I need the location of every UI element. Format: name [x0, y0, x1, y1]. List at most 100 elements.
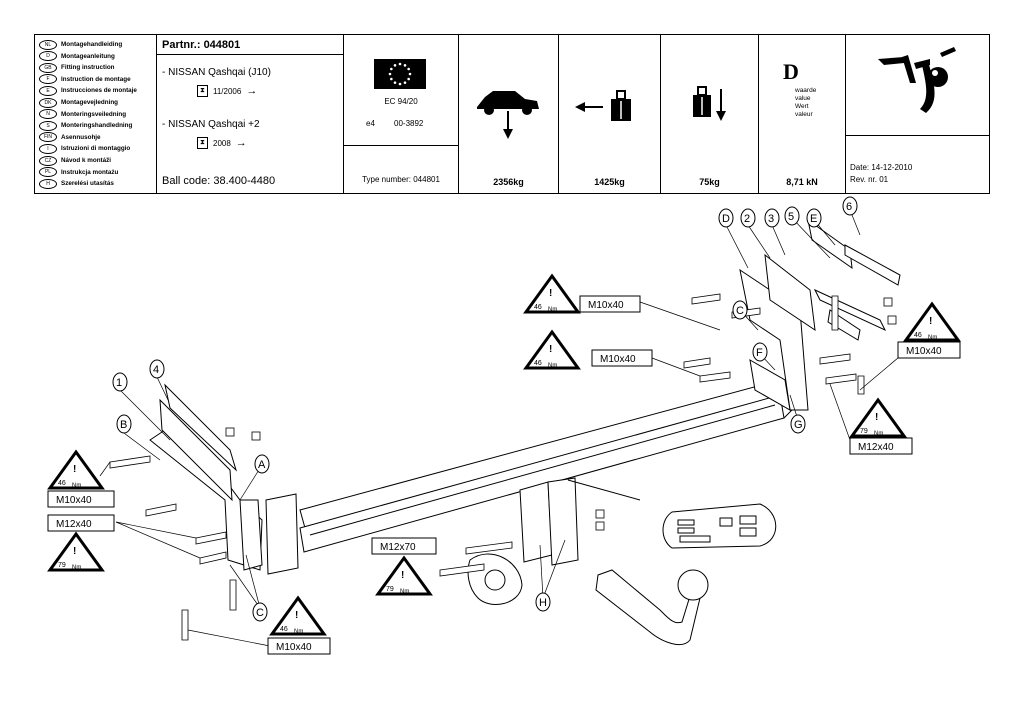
svg-text:!: ! — [929, 316, 932, 327]
towbar-logo-icon — [878, 47, 956, 113]
svg-text:!: ! — [401, 570, 404, 581]
callout-b-label: B — [120, 419, 127, 431]
language-code: NL — [39, 39, 57, 50]
torque-warnings: ! 46 Nm ! 79 Nm ! 46 Nm ! 79 Nm ! 46 Nm — [47, 273, 961, 636]
bolt-label-m12x70: M12x70 — [380, 542, 416, 553]
eu-star — [398, 62, 402, 66]
language-code: PL — [39, 167, 57, 178]
language-row: PL Instrukcja montażu — [39, 167, 118, 178]
vehicle-1-date-row: ⧗ 11/2006 → — [197, 85, 257, 97]
callout-5 — [784, 206, 800, 226]
callout-3-label: 3 — [768, 213, 774, 225]
torque-value: 79 — [860, 428, 868, 435]
language-code: D — [39, 51, 57, 62]
callout-e-label: E — [810, 213, 817, 225]
callout-g-label: G — [794, 419, 803, 431]
approval-number: 00-3892 — [394, 119, 424, 128]
callout-c-right — [732, 300, 748, 320]
vehicle-2-date: 2008 — [213, 138, 231, 148]
bolt-label-m10-right-top: M10x40 — [588, 300, 624, 311]
right-plates — [807, 218, 901, 341]
callout-6-label: 6 — [846, 201, 852, 213]
language-code: DK — [39, 97, 57, 108]
torque-unit: Nm — [294, 629, 303, 635]
left-plate-4 — [164, 383, 238, 472]
revision-number: Rev. nr. 01 — [850, 175, 889, 184]
d-value: 8,71 kN — [786, 177, 818, 187]
callout-a — [254, 454, 270, 474]
language-code: N — [39, 109, 57, 120]
max-mass-cell: 2356kg — [459, 35, 559, 193]
callout-f — [752, 342, 768, 362]
eu-star — [407, 77, 410, 81]
vertical-load-cell: 75kg — [661, 35, 759, 193]
trailer-weight-icon — [575, 90, 631, 121]
language-label: Montageanleitung — [61, 52, 115, 60]
callout-4 — [149, 359, 165, 379]
language-label: Instrukcja montażu — [61, 168, 119, 176]
callout-g — [790, 414, 806, 434]
d-letter: D — [783, 59, 799, 84]
torque-unit: Nm — [874, 431, 883, 437]
bolt-label-m10-left: M10x40 — [56, 495, 92, 506]
bolt-labels: M10x40 M12x40 M10x40 M12x70 M10x40 M10x4… — [47, 295, 961, 655]
language-label: Monteringshandledning — [61, 122, 133, 130]
eu-star — [388, 72, 392, 76]
torque-warning-79-left: ! 79 Nm — [47, 531, 105, 572]
eu-star — [403, 81, 407, 84]
torque-unit: Nm — [548, 307, 557, 313]
tow-ball-neck — [595, 569, 709, 645]
bolt-label-m12-left: M12x40 — [56, 519, 92, 530]
d-word: waarde — [795, 87, 817, 94]
language-label: Instrucciones de montaje — [61, 87, 137, 95]
torque-unit: Nm — [72, 565, 81, 571]
callout-b — [116, 414, 132, 434]
torque-warning-46-far-right: ! 46 Nm — [903, 301, 961, 342]
logo-cell: Date: 14-12-2010 Rev. nr. 01 — [846, 35, 989, 193]
torque-value: 46 — [280, 626, 288, 633]
language-label: Szerelési utasítás — [61, 180, 114, 188]
eu-star — [408, 72, 412, 76]
torque-unit: Nm — [928, 335, 937, 341]
callout-4-label: 4 — [153, 364, 159, 376]
d-word: value — [795, 95, 811, 102]
revision-date: Date: 14-12-2010 — [850, 163, 913, 172]
torque-warning-46-right-top: ! 46 Nm — [523, 273, 581, 314]
svg-text:!: ! — [73, 464, 76, 475]
callout-1-label: 1 — [116, 377, 122, 389]
d-value-cell: D waarde value Wert valeur 8,71 kN — [759, 35, 846, 193]
language-row: I Istruzioni di montaggio — [39, 143, 130, 154]
eu-star — [407, 67, 410, 71]
language-code: CZ — [39, 155, 57, 166]
callout-6 — [842, 196, 858, 216]
vertical-load-icon — [693, 86, 726, 121]
ball-code: Ball code: 38.400-4480 — [162, 175, 276, 187]
callout-c-left-label: C — [256, 607, 264, 619]
language-code: E — [39, 85, 57, 96]
bolt-label-m10-bottom: M10x40 — [276, 642, 312, 653]
callout-1 — [112, 372, 128, 392]
language-label: Istruzioni di montaggio — [61, 145, 131, 153]
language-code: I — [39, 143, 57, 154]
part-cell: Partnr.: 044801 - NISSAN Qashqai (J10) ⧗… — [157, 35, 344, 193]
callout-3 — [764, 208, 780, 228]
d-word: Wert — [795, 103, 809, 110]
callout-5-label: 5 — [788, 211, 794, 223]
torque-warning-46-left-bottom: ! 46 Nm — [269, 595, 327, 636]
approval-mark: e4 — [366, 119, 375, 128]
language-label: Asennusohje — [61, 133, 101, 141]
vehicle-1-date: 11/2006 — [213, 86, 242, 96]
type-number: Type number: 044801 — [362, 175, 440, 184]
language-row: D Montageanleitung — [39, 51, 115, 62]
approval-cell: EC 94/20 e4 00-3892 Type number: 044801 — [344, 35, 459, 193]
torque-value: 46 — [534, 360, 542, 367]
d-word: valeur — [795, 111, 813, 118]
left-bracket — [149, 398, 263, 571]
bolt-label-m10-right-mid: M10x40 — [600, 354, 636, 365]
